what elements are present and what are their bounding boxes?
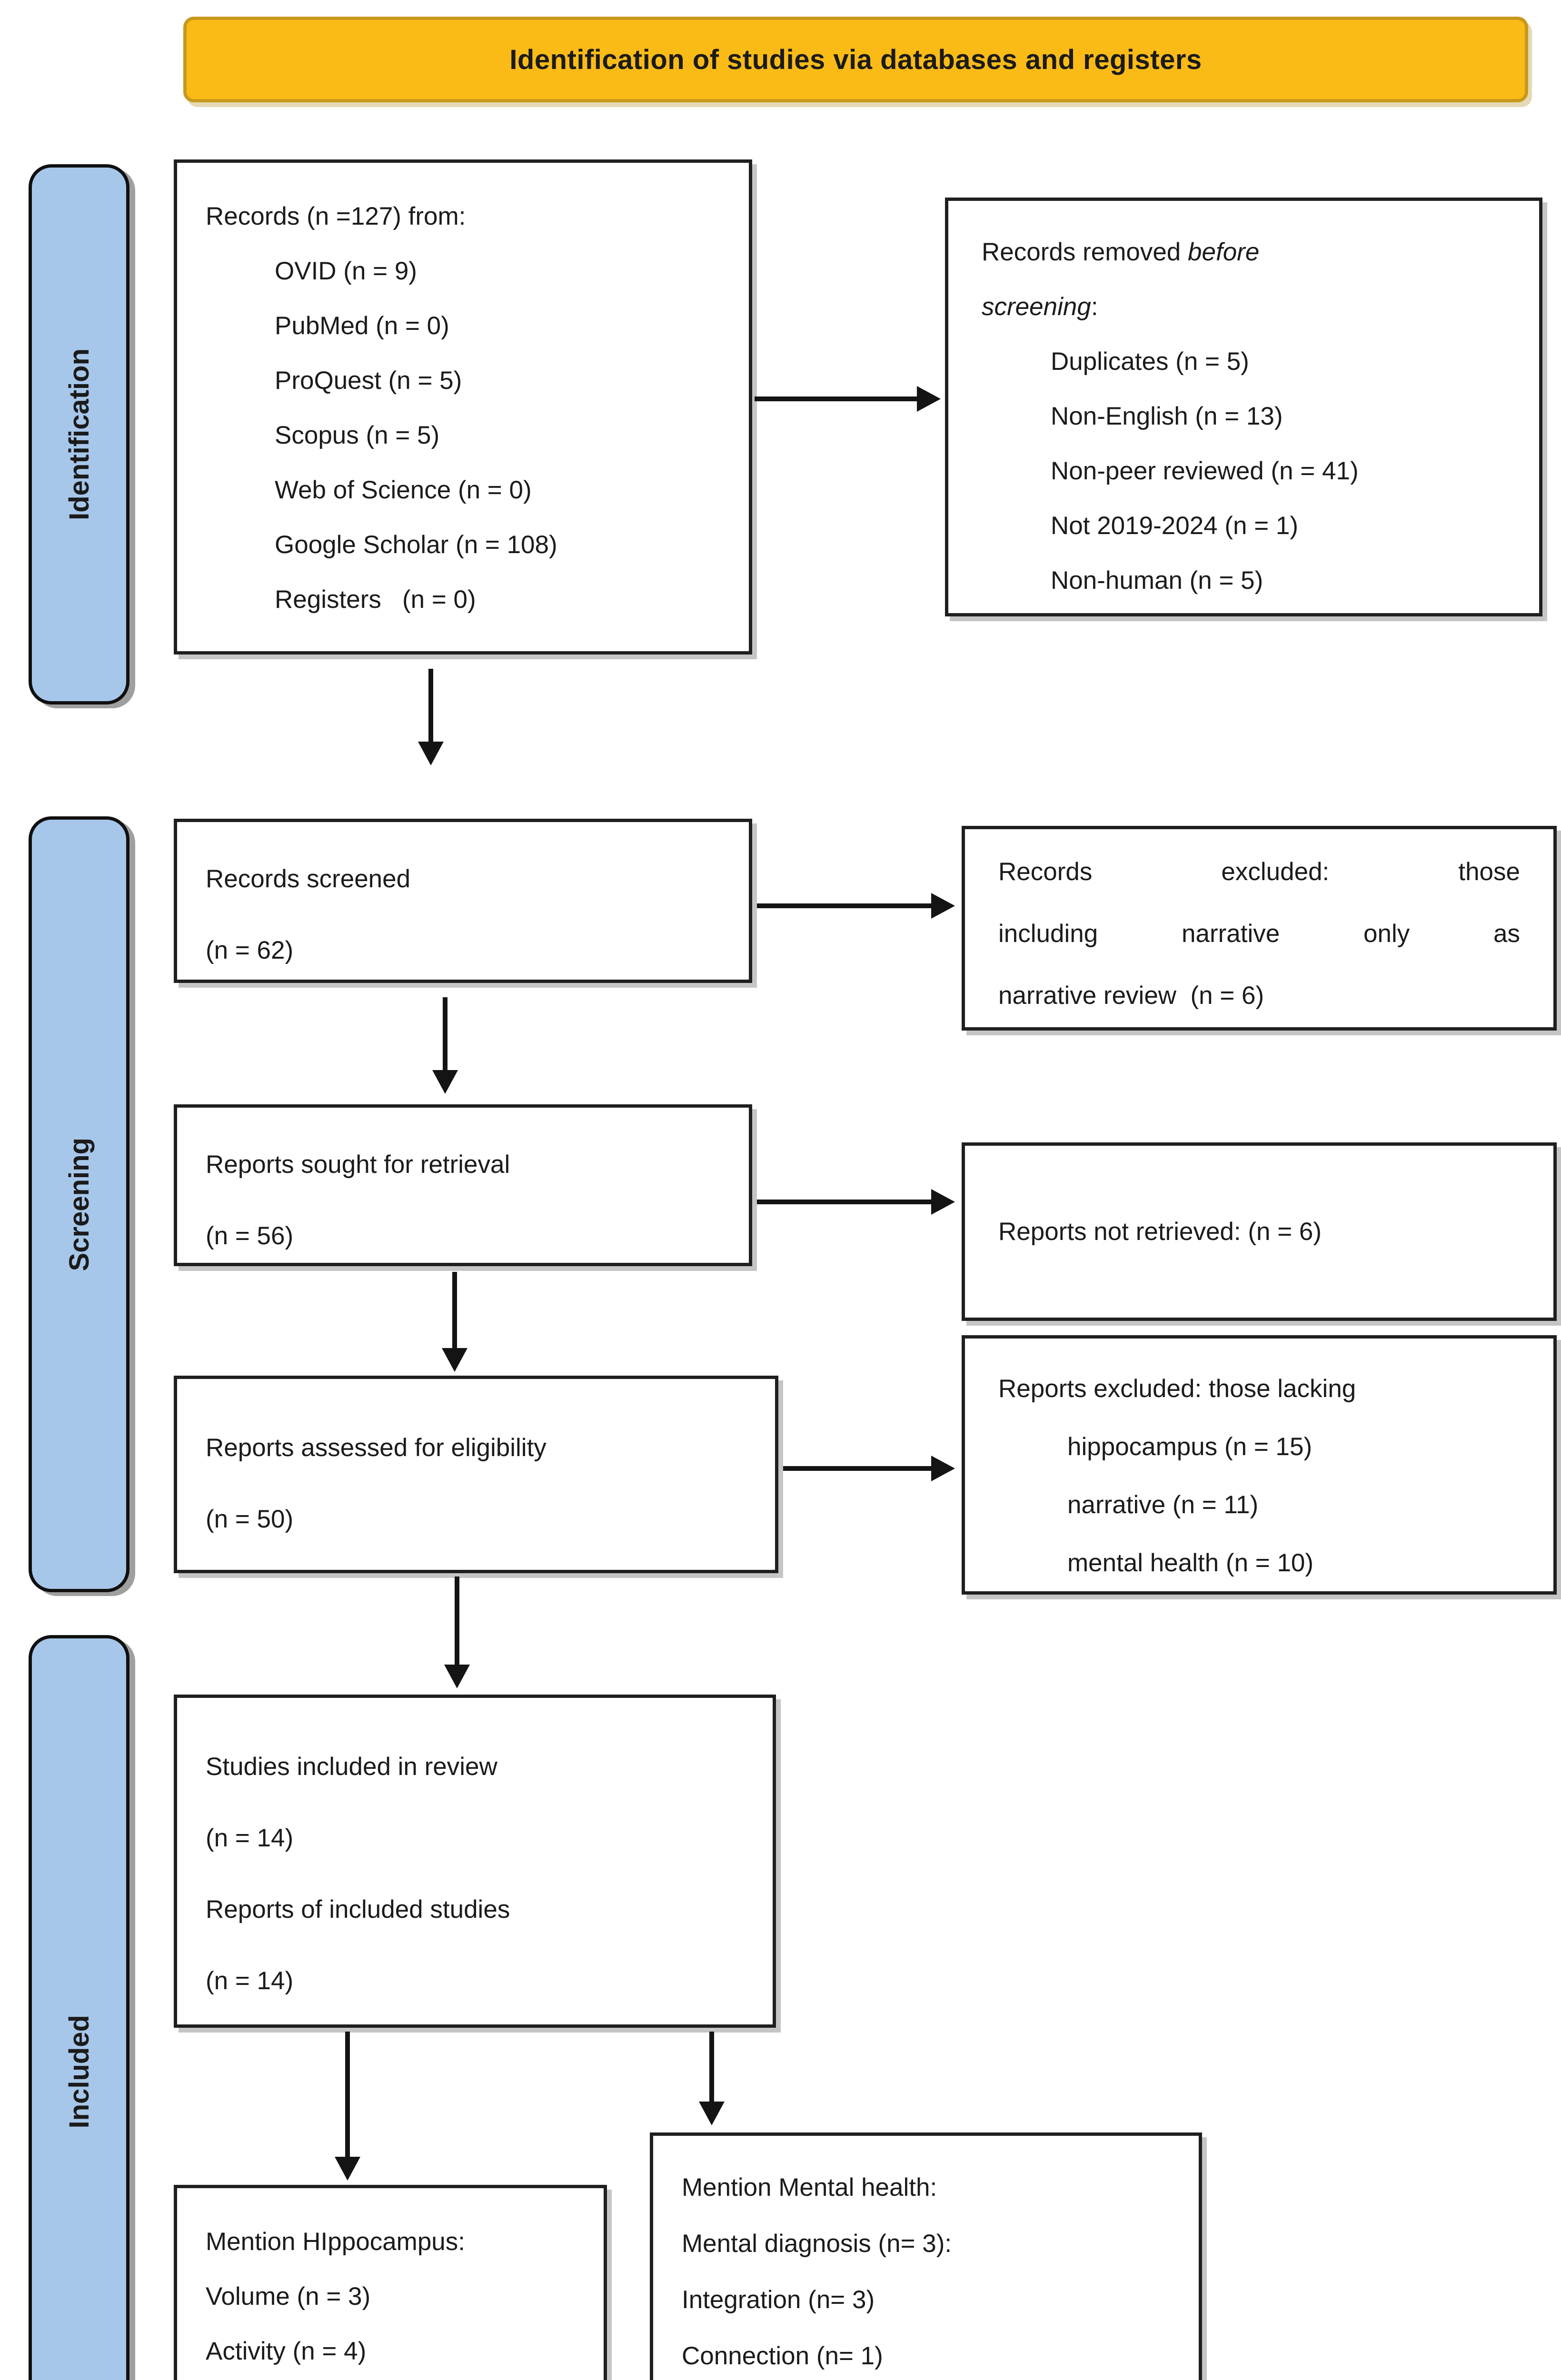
included-count2: (n = 14)	[206, 1967, 294, 1995]
records-item-google-scholar: Google Scholar (n = 108)	[275, 531, 557, 559]
arrow-included-to-hippocampus-line	[345, 2032, 350, 2159]
arrow-records-to-screened-head	[418, 742, 444, 765]
mental-integration: Integration (n= 3)	[682, 2286, 875, 2314]
assessed-count: (n = 50)	[206, 1505, 294, 1533]
removed-heading-line2: screening:	[982, 293, 1098, 321]
stage-identification-label: Identification	[63, 348, 95, 520]
box-mention-hippocampus: Mention HIppocampus: Volume (n = 3) Acti…	[174, 2185, 607, 2380]
records-item-ovid: OVID (n = 9)	[275, 257, 417, 285]
records-item-pubmed: PubMed (n = 0)	[275, 312, 449, 340]
title-banner: Identification of studies via databases …	[183, 17, 1528, 102]
not-retrieved-line: Reports not retrieved: (n = 6)	[998, 1218, 1322, 1246]
hippocampus-heading: Mention HIppocampus:	[206, 2228, 466, 2256]
screened-line1: Records screened	[206, 865, 411, 893]
records-excluded-line3: narrative review (n = 6)	[998, 982, 1264, 1010]
records-item-proquest: ProQuest (n = 5)	[275, 367, 462, 395]
removed-item-duplicates: Duplicates (n = 5)	[1051, 347, 1249, 376]
box-records-screened: Records screened (n = 62)	[174, 819, 752, 983]
stage-included: Included	[29, 1635, 129, 2380]
arrow-included-to-mental-line	[709, 2032, 714, 2104]
removed-item-non-peer: Non-peer reviewed (n = 41)	[1051, 457, 1359, 485]
arrow-assessed-to-included-head	[444, 1665, 470, 1688]
arrow-assessed-to-excluded-line	[783, 1466, 933, 1471]
box-records-identified: Records (n =127) from: OVID (n = 9) PubM…	[174, 159, 752, 654]
box-records-removed: Records removed before screening: Duplic…	[945, 198, 1542, 616]
mental-diagnosis: Mental diagnosis (n= 3):	[682, 2230, 952, 2258]
sought-count: (n = 56)	[206, 1222, 294, 1250]
removed-heading-line1: Records removed before	[982, 238, 1260, 266]
mental-heading: Mention Mental health:	[682, 2173, 937, 2202]
arrow-screened-to-sought-line	[443, 997, 447, 1072]
hippocampus-activity: Activity (n = 4)	[206, 2337, 367, 2365]
screened-count: (n = 62)	[206, 936, 294, 964]
sought-line1: Reports sought for retrieval	[206, 1150, 510, 1179]
box-reports-not-retrieved: Reports not retrieved: (n = 6)	[962, 1142, 1557, 1321]
arrow-assessed-to-included-line	[455, 1577, 459, 1667]
records-excluded-line2: including narrative only as	[998, 920, 1520, 948]
box-mention-mental-health: Mention Mental health: Mental diagnosis …	[650, 2132, 1202, 2380]
arrow-sought-to-not-retrieved-head	[931, 1189, 955, 1215]
excluded-lacking-narrative: narrative (n = 11)	[1067, 1491, 1259, 1519]
box-records-excluded: Records excluded: those including narrat…	[962, 826, 1557, 1031]
stage-screening-label: Screening	[63, 1137, 95, 1271]
included-line1: Studies included in review	[206, 1753, 497, 1781]
included-line2: Reports of included studies	[206, 1895, 510, 1924]
excluded-lacking-hippocampus: hippocampus (n = 15)	[1067, 1433, 1312, 1461]
arrow-screened-to-sought-head	[432, 1070, 458, 1094]
included-count1: (n = 14)	[206, 1824, 294, 1852]
excluded-lacking-mental-health: mental health (n = 10)	[1067, 1549, 1314, 1577]
diagram-title: Identification of studies via databases …	[509, 44, 1202, 75]
arrow-assessed-to-excluded-head	[931, 1456, 955, 1481]
arrow-records-to-removed-head	[917, 386, 941, 412]
arrow-sought-to-not-retrieved-line	[757, 1200, 933, 1204]
arrow-records-to-removed-line	[755, 397, 919, 401]
records-item-web-of-science: Web of Science (n = 0)	[275, 476, 532, 504]
box-studies-included: Studies included in review (n = 14) Repo…	[174, 1695, 776, 2028]
arrow-included-to-hippocampus-head	[335, 2157, 360, 2181]
arrow-screened-to-excluded-line	[757, 903, 933, 908]
records-item-scopus: Scopus (n = 5)	[275, 421, 440, 449]
records-excluded-line1: Records excluded: those	[998, 858, 1520, 886]
removed-item-non-english: Non-English (n = 13)	[1051, 402, 1283, 430]
removed-item-not-2019-2024: Not 2019-2024 (n = 1)	[1051, 512, 1299, 540]
assessed-line1: Reports assessed for eligibility	[206, 1434, 547, 1462]
box-reports-excluded-lacking: Reports excluded: those lacking hippocam…	[962, 1335, 1557, 1595]
arrow-screened-to-excluded-head	[931, 893, 955, 919]
mental-connection: Connection (n= 1)	[682, 2342, 883, 2370]
box-reports-sought: Reports sought for retrieval (n = 56)	[174, 1104, 752, 1266]
stage-identification: Identification	[29, 164, 129, 704]
arrow-sought-to-assessed-head	[442, 1348, 467, 1372]
box-reports-assessed: Reports assessed for eligibility (n = 50…	[174, 1376, 778, 1573]
excluded-lacking-heading: Reports excluded: those lacking	[998, 1375, 1356, 1403]
hippocampus-volume: Volume (n = 3)	[206, 2282, 371, 2311]
records-heading: Records (n =127) from:	[206, 202, 466, 230]
stage-screening: Screening	[29, 816, 129, 1592]
removed-item-non-human: Non-human (n = 5)	[1051, 566, 1263, 595]
stage-included-label: Included	[63, 2015, 95, 2129]
arrow-records-to-screened-line	[428, 669, 433, 744]
records-item-registers: Registers (n = 0)	[275, 585, 476, 614]
arrow-sought-to-assessed-line	[452, 1272, 457, 1350]
arrow-included-to-mental-head	[699, 2102, 725, 2125]
